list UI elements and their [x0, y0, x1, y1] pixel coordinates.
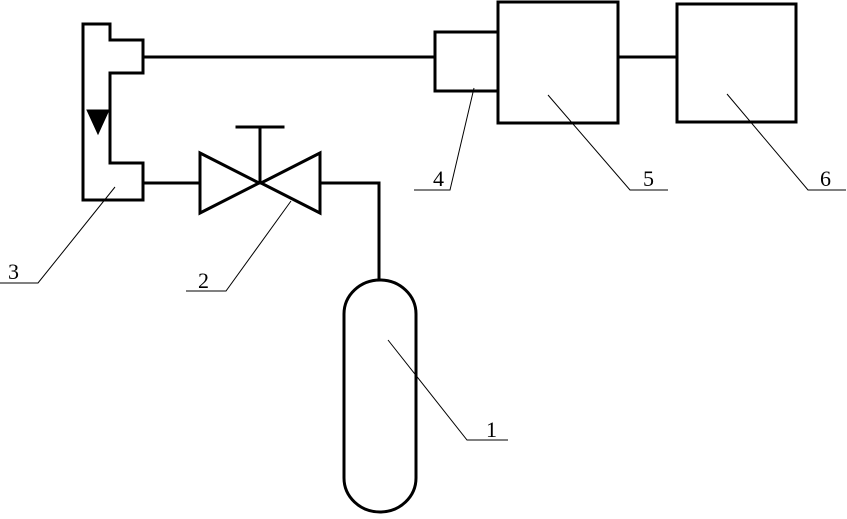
- flowmeter-float-marker: [86, 109, 110, 136]
- label-3: 3: [8, 259, 19, 284]
- leader-line-1: [387, 339, 508, 441]
- leader-line-6: [726, 93, 846, 191]
- valve-left-triangle: [198, 150, 263, 216]
- label-5: 5: [643, 166, 654, 191]
- label-2: 2: [198, 268, 209, 293]
- leader-line-3: [0, 186, 116, 284]
- leader-line-2: [186, 200, 292, 292]
- label-6: 6: [820, 166, 831, 191]
- label-1: 1: [486, 417, 497, 442]
- leader-line-5: [547, 94, 668, 191]
- connector-box: [433, 30, 500, 93]
- gas-cylinder: [342, 278, 418, 514]
- unit-6-box: [675, 2, 798, 124]
- label-4: 4: [433, 166, 444, 191]
- valve-right-triangle: [257, 150, 322, 216]
- unit-5-box: [496, 0, 620, 125]
- leader-line-4: [414, 87, 475, 191]
- flowmeter-body: [81, 22, 145, 202]
